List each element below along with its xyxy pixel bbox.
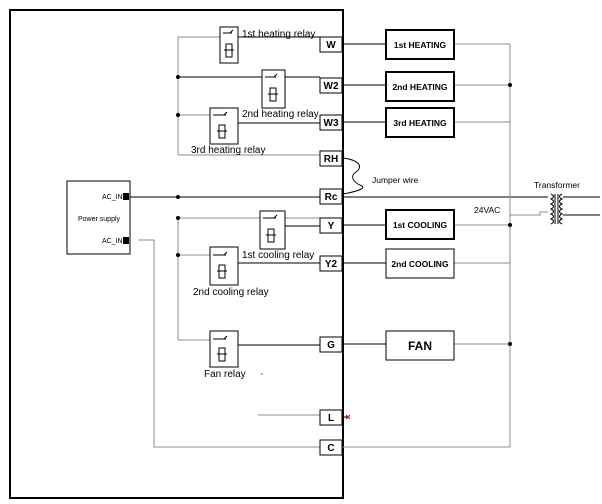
- terminal-Y2: Y2: [319, 255, 343, 272]
- terminal-RH: RH: [319, 150, 343, 167]
- terminal-Y-label: Y: [328, 221, 335, 232]
- terminal-C-label: C: [327, 443, 334, 454]
- load-heat1: 1st HEATING: [385, 29, 455, 60]
- common-return-wiring: [342, 43, 548, 448]
- load-heat1-label: 1st HEATING: [394, 40, 447, 50]
- power-supply: AC_IN Power supply AC_IN: [66, 180, 131, 255]
- junction-dots: [176, 75, 512, 346]
- terminal-Rc-label: Rc: [325, 192, 338, 203]
- power-supply-title: Power supply: [78, 216, 121, 223]
- load-cool2-label: 2nd COOLING: [391, 259, 449, 269]
- terminal-W2: W2: [319, 77, 343, 94]
- power-supply-pin1: [123, 193, 129, 200]
- relay-cool2: 2nd cooling relay: [193, 246, 269, 298]
- relay-heat1: 1st heating relay: [219, 26, 315, 64]
- terminal-RH-label: RH: [324, 154, 338, 165]
- load-heat3-label: 3rd HEATING: [393, 118, 447, 128]
- terminal-C: C: [319, 439, 343, 456]
- main-wiring: [130, 36, 600, 346]
- terminal-W-label: W: [326, 40, 336, 51]
- terminal-Y: Y: [319, 217, 343, 234]
- relay-heat3-label: 3rd heating relay: [191, 145, 266, 156]
- power-supply-pin2: [123, 237, 129, 244]
- jumper-wire-label: Jumper wire: [372, 175, 419, 185]
- transformer: Transformer 24VAC: [474, 180, 580, 225]
- terminal-Y2-label: Y2: [325, 259, 338, 270]
- terminal-G-label: G: [327, 340, 335, 351]
- relay-cool1-label: 1st cooling relay: [242, 250, 314, 261]
- load-fan-label: FAN: [408, 339, 432, 353]
- relay-cool1: 1st cooling relay: [242, 210, 314, 261]
- terminal-W3: W3: [319, 114, 343, 131]
- power-supply-pin1-label: AC_IN: [102, 194, 123, 201]
- terminal-Rc: Rc: [319, 188, 343, 205]
- stray-dot: [261, 373, 263, 375]
- terminal-W3-label: W3: [324, 118, 339, 129]
- load-heat2-label: 2nd HEATING: [392, 82, 447, 92]
- relay-cool2-label: 2nd cooling relay: [193, 287, 269, 298]
- load-cool1-label: 1st COOLING: [393, 220, 448, 230]
- terminal-L: L: [319, 409, 343, 426]
- relay-heat2-label: 2nd heating relay: [242, 109, 319, 120]
- load-cool2: 2nd COOLING: [385, 248, 455, 279]
- load-cool1: 1st COOLING: [385, 209, 455, 240]
- transformer-label: Transformer: [534, 180, 580, 190]
- relay-fan-label: Fan relay: [204, 369, 246, 380]
- load-fan: FAN: [385, 330, 455, 361]
- load-heat2: 2nd HEATING: [385, 71, 455, 102]
- relay-fan: Fan relay: [204, 330, 246, 380]
- voltage-label: 24VAC: [474, 205, 500, 215]
- l-terminal-open-marker: [342, 414, 351, 420]
- terminal-L-label: L: [328, 413, 334, 424]
- terminal-W2-label: W2: [324, 81, 339, 92]
- power-supply-pin2-label: AC_IN: [102, 238, 123, 245]
- relay-heat2: 2nd heating relay: [242, 69, 319, 120]
- terminal-G: G: [319, 336, 343, 353]
- relay-heat1-label: 1st heating relay: [242, 29, 315, 40]
- relay-heat3: 3rd heating relay: [191, 107, 266, 156]
- jumper-wire: Jumper wire: [342, 157, 419, 195]
- load-heat3: 3rd HEATING: [385, 107, 455, 138]
- terminal-W: W: [319, 36, 343, 53]
